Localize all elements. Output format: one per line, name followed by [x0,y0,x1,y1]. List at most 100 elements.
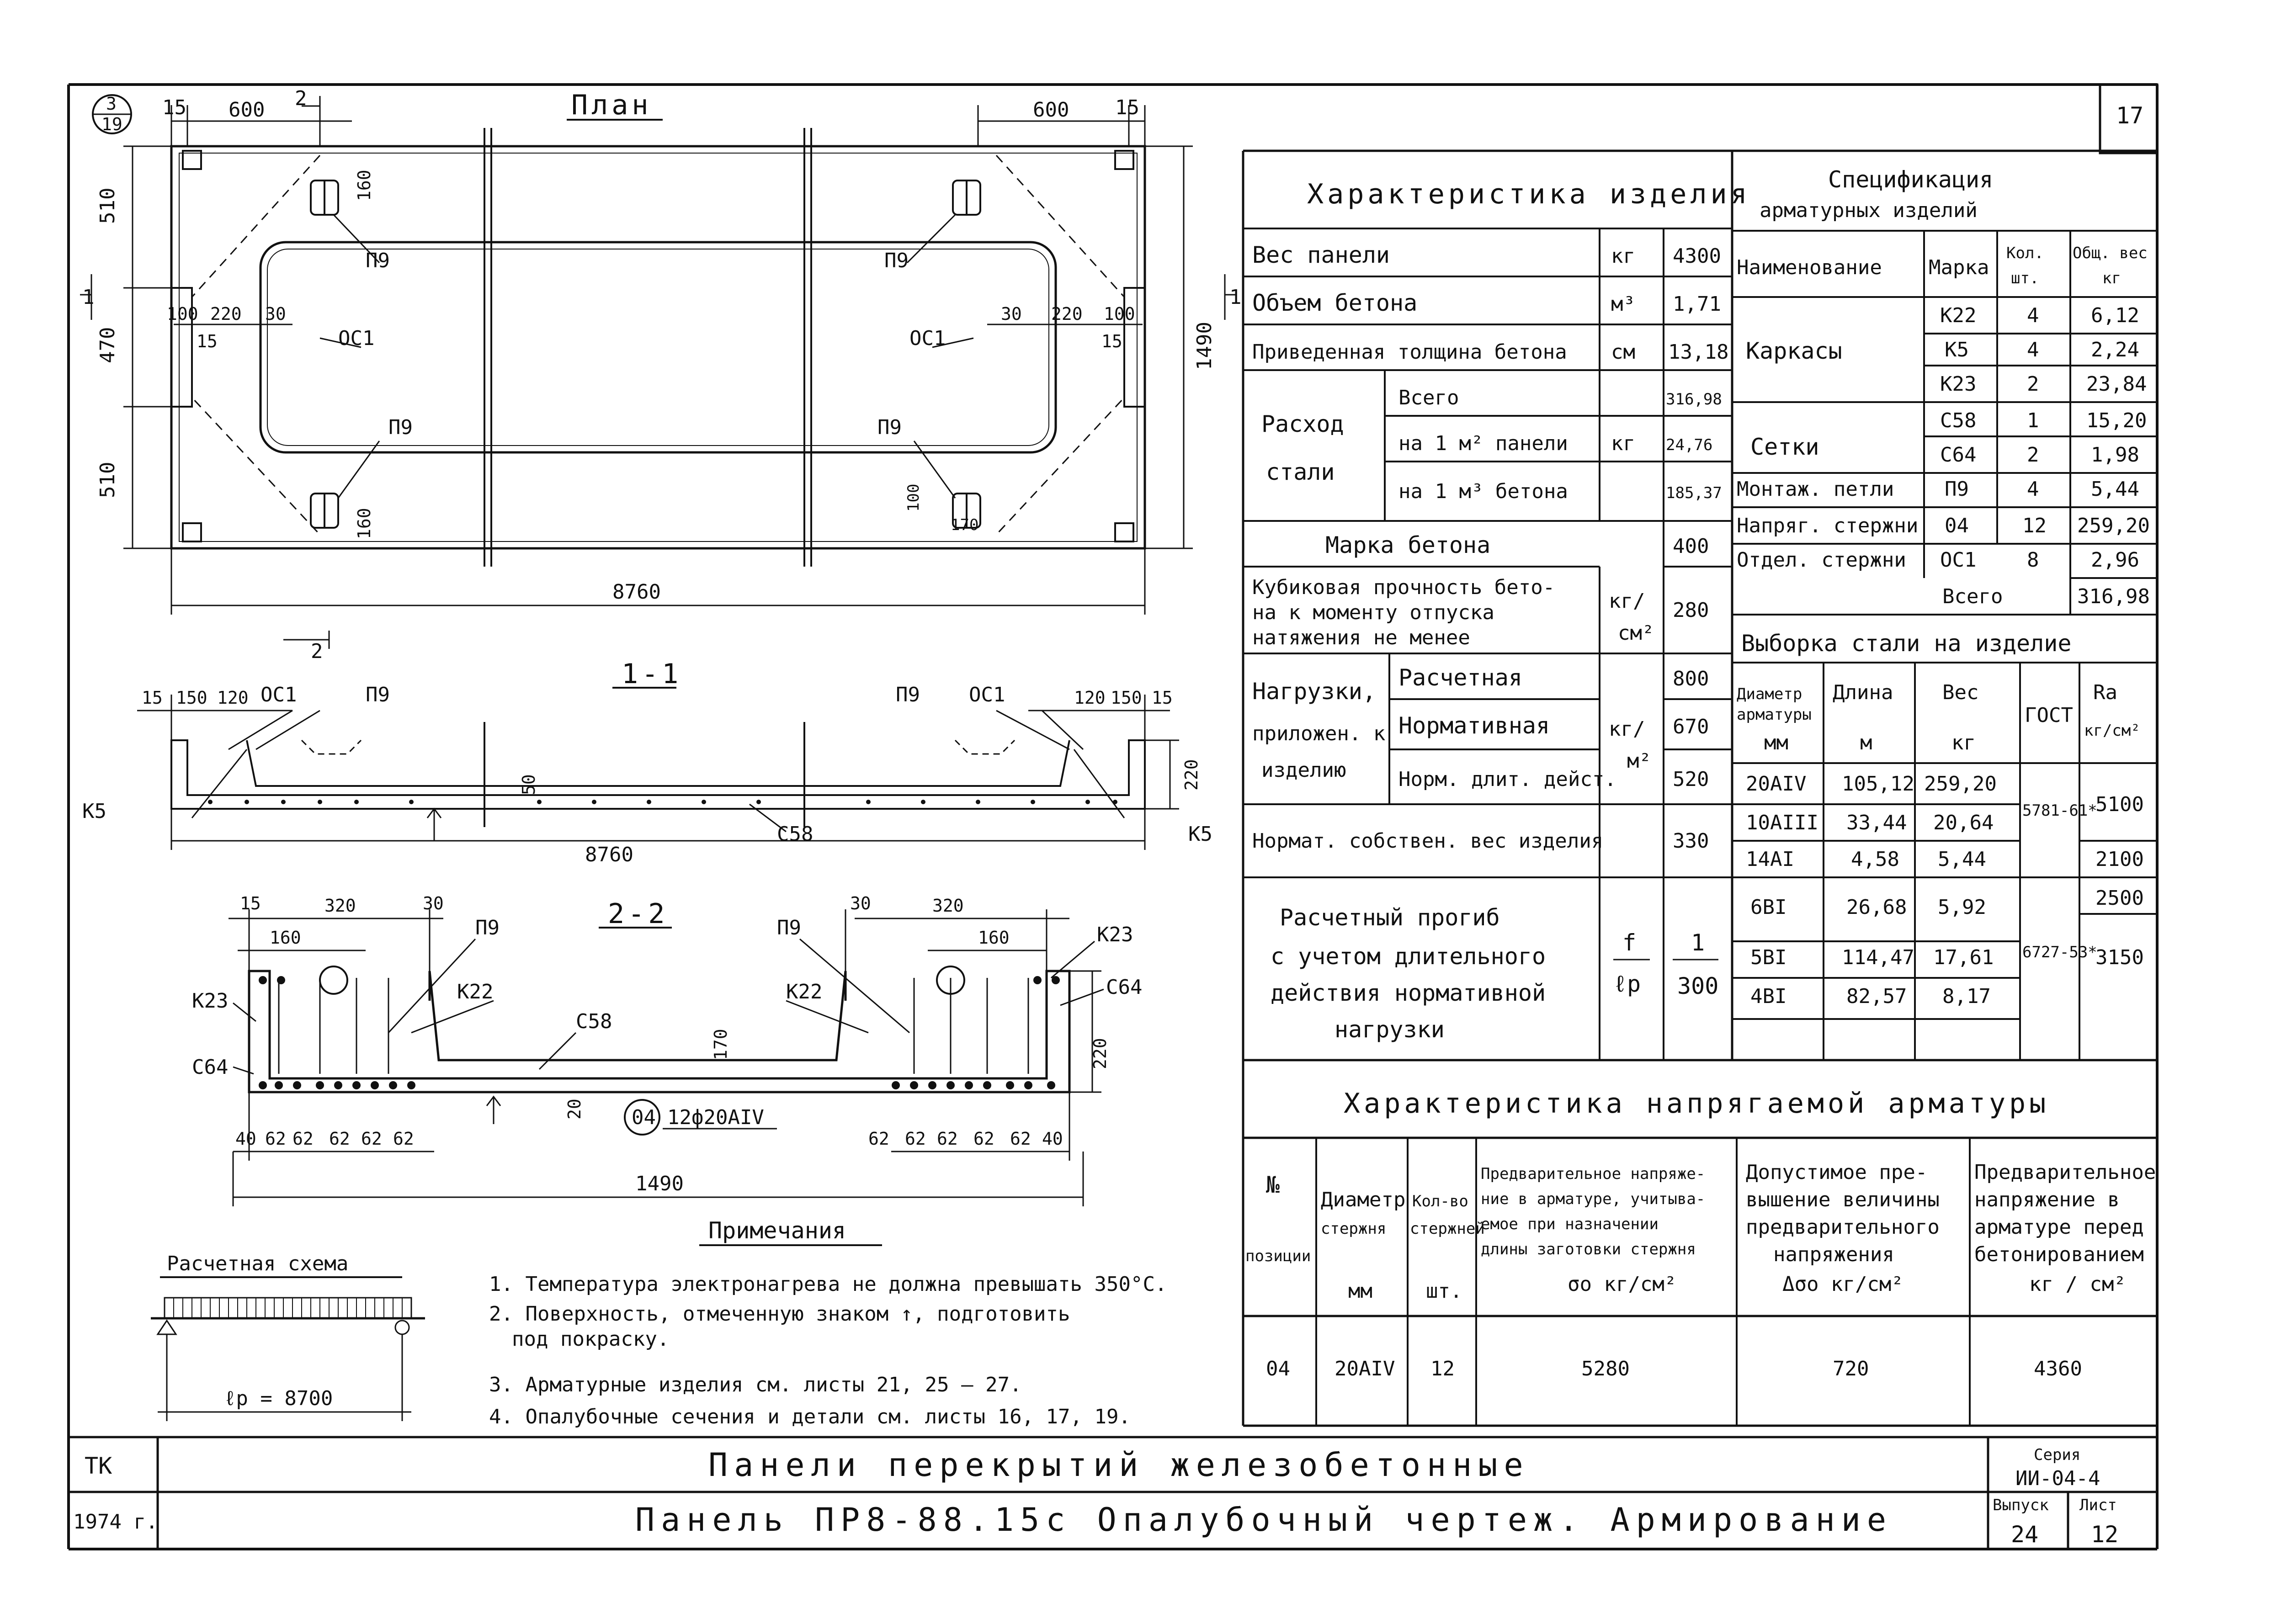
spec-total-label: Всего [1942,585,2003,608]
dim: 15 [1101,331,1122,351]
dim: 8760 [585,843,633,866]
steel-l: 33,44 [1846,811,1907,834]
bars-spec: 12ф20АIV [667,1106,764,1129]
section-mark: 1 [1229,286,1242,309]
tension-header: кг / см² [2029,1273,2126,1296]
label-k5: К5 [82,800,106,823]
tension-header: ние в арматуре, учитыва- [1481,1190,1705,1208]
loop-icon [319,966,348,995]
spec-wt: 15,20 [2086,409,2147,432]
dim: 160 [354,170,374,201]
scheme-title: Расчетная схема [167,1252,348,1275]
spec-wt: 6,12 [2091,304,2139,327]
steel-w: 20,64 [1933,811,1994,834]
plan-title: План [571,89,652,121]
loads-sub: Расчетная [1398,664,1522,691]
label-k22: К22 [457,980,493,1003]
tension-header: напряжение в [1974,1188,2120,1211]
rebar-dots [259,976,1060,1089]
value: 400 [1673,535,1709,558]
dim: 62 [361,1129,382,1149]
value: 1,71 [1673,292,1721,316]
dim: 8760 [612,580,661,604]
label-c58: С58 [777,823,813,846]
dim: 120 [217,688,249,708]
label-p9: П9 [366,683,390,706]
steel-w: 5,44 [1938,848,1986,871]
steel-w: 8,17 [1942,985,1991,1008]
value: 330 [1673,829,1709,853]
steel-l: 105,12 [1842,772,1914,796]
loads-text: изделию [1261,759,1346,782]
steel-w: 17,61 [1933,946,1994,969]
unit: кг/ [1609,717,1645,741]
dim: 1490 [635,1172,684,1195]
note-3: 3. Арматурные изделия см. листы 21, 25 —… [489,1373,1022,1396]
dim: 2 [295,87,307,110]
spec-group: Каркасы [1746,338,1842,364]
cube-text: на к моменту отпуска [1252,601,1494,624]
dim: 30 [850,893,871,913]
tension-header: предварительного [1746,1215,1940,1239]
steel-rows: 20АIV 105,12 259,20 10АIII 33,44 20,64 1… [1746,772,1997,1008]
spec-header: Общ. вес [2073,244,2148,262]
steel-gost: 5781-61* [2022,801,2097,820]
title-issue: 24 [2011,1521,2038,1548]
spec-group: Монтаж. петли [1737,478,1894,501]
position-04: 04 [632,1106,656,1129]
loads-sub: Нормативная [1398,712,1550,739]
spec-qty: 4 [2027,478,2039,501]
spec-qty: 2 [2027,372,2039,396]
dim: 62 [393,1129,414,1149]
note-2b: под покраску. [512,1327,669,1351]
dim: 220 [1051,304,1083,324]
char-thick: Приведенная толщина бетона [1252,340,1567,364]
value: 1 [1691,929,1705,956]
title-issue-label: Выпуск [1993,1496,2049,1514]
unit: кг [1611,244,1635,268]
cube-text: Кубиковая прочность бето- [1252,576,1555,599]
label-k22: К22 [786,980,822,1003]
label-k23: К23 [1097,923,1133,946]
value: 13,18 [1668,340,1728,364]
spec-mark: К23 [1940,372,1976,396]
rebar-dots [208,800,1117,804]
spec-rows: К22 4 6,12 К5 4 2,24 К23 2 23,84 С58 1 1… [1940,304,2150,572]
tension-header: емое при назначении [1481,1215,1659,1233]
spec-header: Марка [1929,256,1989,279]
dim: 15 [162,96,186,119]
ref-bottom: 19 [101,114,122,134]
dim: 62 [265,1129,286,1149]
value: 4300 [1673,244,1721,268]
tension-header: позиции [1245,1247,1311,1265]
label-p9: П9 [366,249,390,272]
spec-qty: 1 [2027,409,2039,432]
tension-header: № [1266,1172,1280,1198]
char-volume: Объем бетона [1252,290,1417,316]
inner-void [259,241,1057,454]
section-mark: 1 [82,286,95,309]
unit: кг [1611,432,1635,455]
label-oc1: ОС1 [909,327,946,350]
dim: 30 [265,304,286,324]
char-title: Характеристика изделия [1307,178,1751,210]
tension-header: Предварительное напряже- [1481,1165,1705,1183]
tension-b: 4360 [2034,1357,2082,1380]
spec-wt: 1,98 [2091,443,2139,467]
dim: 170 [951,516,978,534]
note-2: 2. Поверхность, отмеченную знаком ↑, под… [489,1302,1070,1326]
steel-ra: 3150 [2095,946,2144,969]
cube-text: натяжения не менее [1252,626,1470,649]
section-2-2-title: 2-2 [608,898,668,930]
tension-diam: 20АIV [1335,1357,1395,1380]
label-p9: П9 [777,916,801,939]
label-oc1: ОС1 [261,683,297,706]
dim: 120 [1074,688,1106,708]
spec-mark: П9 [1945,478,1969,501]
tension-a: 720 [1833,1357,1869,1380]
title-series-label: Серия [2034,1446,2080,1464]
tension-header: Δσо кг/см² [1782,1273,1903,1296]
tension-header: шт. [1426,1279,1462,1303]
dim: 62 [292,1129,314,1149]
title-org: ТК [85,1453,112,1479]
